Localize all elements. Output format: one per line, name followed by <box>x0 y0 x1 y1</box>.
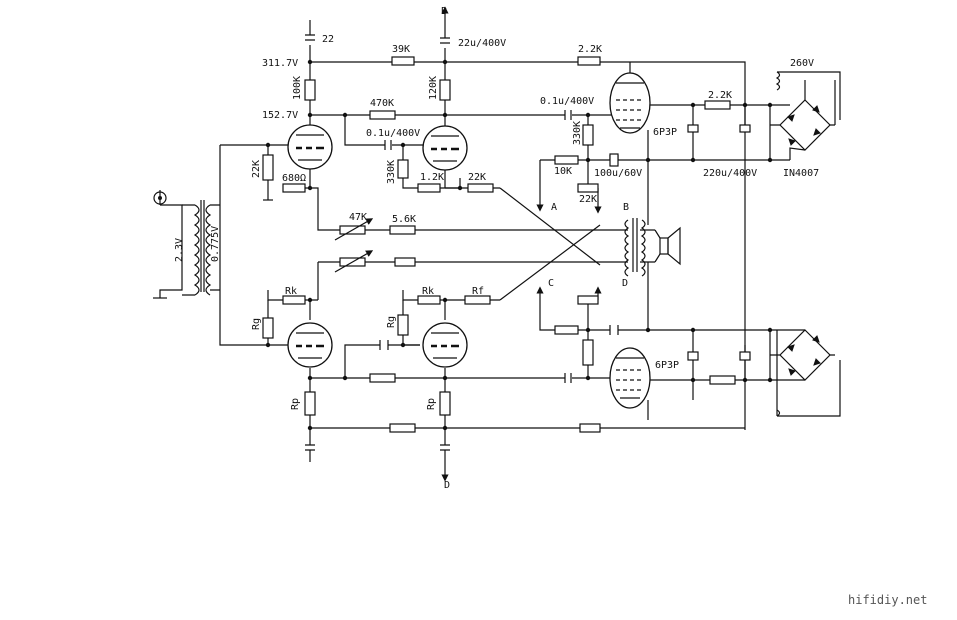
label-rp-left: Rp <box>290 398 301 410</box>
label-6p3p-top: 6P3P <box>653 127 677 138</box>
watermark: hifidiy.net <box>848 593 927 607</box>
label-rg-mid: Rg <box>386 316 397 328</box>
label-10k: 10K <box>554 166 572 177</box>
label-311v: 311.7V <box>262 58 298 69</box>
resistors <box>262 56 736 433</box>
label-100k: 100K <box>292 76 303 100</box>
label-0-775v: 0.775V <box>210 226 221 262</box>
pentode-6p3p-top <box>609 72 651 134</box>
label-39k: 39K <box>392 44 410 55</box>
capacitors <box>609 124 751 361</box>
label-diode: IN4007 <box>783 168 819 179</box>
label-1-2k: 1.2K <box>420 172 444 183</box>
bridge-rectifier-top <box>770 71 841 160</box>
label-680: 680Ω <box>282 173 306 184</box>
label-120k: 120K <box>428 76 439 100</box>
label-5-6k: 5.6K <box>392 214 416 225</box>
label-47k: 47K <box>349 212 367 223</box>
label-6p3p-bottom: 6P3P <box>655 360 679 371</box>
input-jack <box>153 191 167 299</box>
speaker-icon <box>654 226 681 266</box>
label-b-top: B <box>441 6 447 17</box>
label-2-3v: 2.3V <box>174 238 185 262</box>
tubes <box>287 72 651 409</box>
label-rg-left: Rg <box>251 318 262 330</box>
label-22k-mid: 22K <box>468 172 486 183</box>
labels: B 22 311.7V 152.7V 100K 39K 22u/400V 120… <box>174 6 927 607</box>
label-2-2k-psu: 2.2K <box>708 90 732 101</box>
label-cap-22: 22 <box>322 34 334 45</box>
label-260v: 260V <box>790 58 814 69</box>
label-rf: Rf <box>472 286 484 297</box>
label-330k-a: 330K <box>572 121 583 145</box>
label-b: B <box>623 202 629 213</box>
wires <box>159 6 790 482</box>
label-rp-mid: Rp <box>426 398 437 410</box>
label-c: C <box>548 278 554 289</box>
label-220u: 220u/400V <box>703 168 757 179</box>
label-d-bottom: D <box>444 480 450 491</box>
label-22k-left: 22K <box>251 160 262 178</box>
label-2-2k-top: 2.2K <box>578 44 602 55</box>
label-100u: 100u/60V <box>594 168 642 179</box>
label-cap-0-1-a: 0.1u/400V <box>540 96 594 107</box>
output-transformer <box>624 218 649 277</box>
label-470k: 470K <box>370 98 394 109</box>
label-330k-b: 330K <box>386 160 397 184</box>
label-cap-0-1-b: 0.1u/400V <box>366 128 420 139</box>
label-rk-left: Rk <box>285 286 297 297</box>
label-d: D <box>622 278 628 289</box>
input-transformer <box>182 200 220 296</box>
bridge-rectifier-bottom <box>770 329 841 417</box>
label-22k-bias: 22K <box>579 194 597 205</box>
label-22u: 22u/400V <box>458 38 506 49</box>
label-a: A <box>551 202 557 213</box>
label-rk-mid: Rk <box>422 286 434 297</box>
pentode-6p3p-bottom <box>609 347 651 409</box>
label-152v: 152.7V <box>262 110 298 121</box>
junction-dots <box>265 59 773 431</box>
